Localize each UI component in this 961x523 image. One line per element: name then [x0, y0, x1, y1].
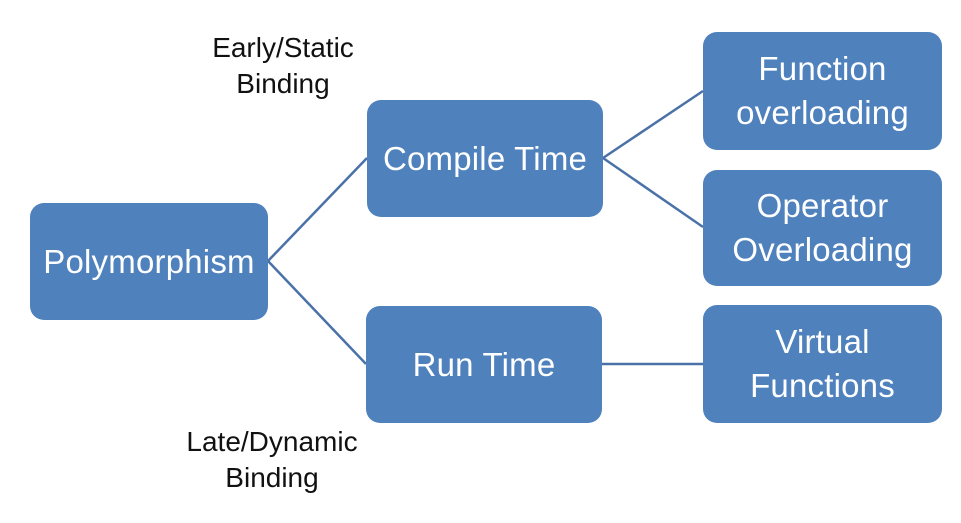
edge-compile-time-to-function-overloading [602, 89, 704, 160]
node-label: Functions [750, 367, 895, 404]
node-label: Overloading [732, 231, 913, 268]
node-label: Run Time [412, 345, 556, 383]
annotation-line: Late/Dynamic [186, 426, 358, 457]
node-label: Function [758, 50, 887, 88]
node-label: overloading [736, 94, 909, 131]
annotation-line: Binding [225, 462, 319, 494]
annotation-early-static-binding: Early/Static Binding [168, 30, 398, 103]
node-label: Virtual [775, 323, 870, 361]
edge-root-to-run-time [267, 260, 367, 365]
annotation-line: Early/Static [212, 32, 354, 63]
node-compile-time: Compile Time [367, 100, 603, 217]
node-operator-overloading: Operator Overloading [703, 170, 942, 286]
edge-compile-time-to-operator-overloading [602, 156, 704, 229]
node-run-time: Run Time [366, 306, 602, 423]
edge-root-to-compile-time [267, 157, 368, 262]
annotation-line: Binding [236, 68, 330, 100]
node-polymorphism: Polymorphism [30, 203, 268, 320]
node-label: Operator [756, 187, 889, 225]
annotation-late-dynamic-binding: Late/Dynamic Binding [157, 424, 387, 497]
node-label: Compile Time [382, 139, 588, 177]
node-function-overloading: Function overloading [703, 32, 942, 150]
node-virtual-functions: Virtual Functions [703, 305, 942, 423]
node-label: Polymorphism [43, 242, 255, 280]
